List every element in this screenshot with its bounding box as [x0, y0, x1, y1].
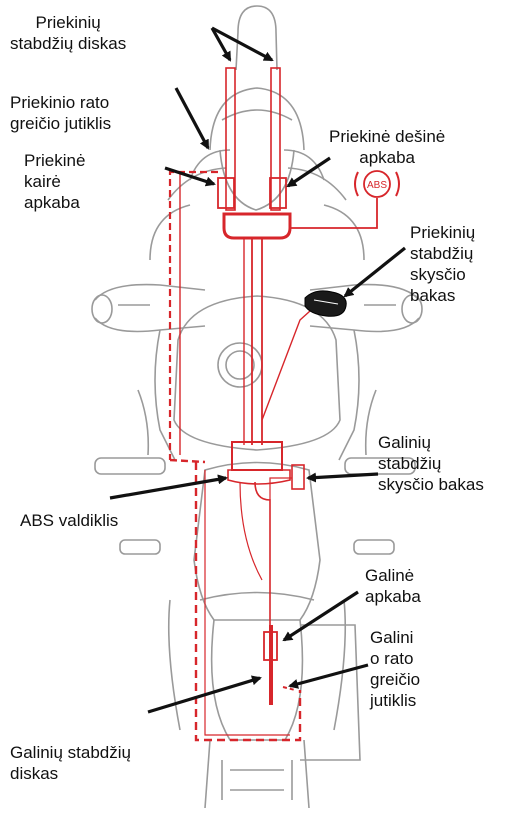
label-rear-fluid-reservoir: Galinių stabdžių skysčio bakas [378, 432, 484, 495]
label-front-speed-sensor: Priekinio rato greičio jutiklis [10, 92, 111, 134]
front-fluid-reservoir [305, 291, 346, 316]
label-abs-controller: ABS valdiklis [20, 510, 118, 531]
arrow-front-left-caliper [165, 168, 214, 184]
arrow-front-speed-sensor [176, 88, 208, 148]
label-rear-speed-sensor: Galini o rato greičio jutiklis [370, 627, 420, 711]
label-front-fluid-reservoir: Priekinių stabdžių skysčio bakas [410, 222, 475, 306]
arrow-front-reservoir [345, 248, 405, 296]
label-rear-disc: Galinių stabdžių diskas [10, 742, 131, 784]
label-front-right-caliper: Priekinė dešinė apkaba [329, 126, 445, 168]
arrow-rear-reservoir [308, 474, 378, 478]
front-right-caliper [270, 178, 286, 208]
arrow-front-right-caliper [288, 158, 330, 186]
label-rear-caliper: Galinė apkaba [365, 565, 421, 607]
abs-badge: ABS [355, 171, 399, 197]
front-right-disc [271, 68, 280, 210]
label-front-left-caliper: Priekinė kairė apkaba [24, 150, 85, 213]
arrow-rear-disc [148, 678, 260, 712]
abs-unit [232, 442, 282, 470]
label-front-discs: Priekinių stabdžių diskas [10, 12, 126, 54]
arrow-rear-caliper [284, 592, 358, 640]
arrow-abs-controller [110, 478, 226, 498]
abs-badge-text: ABS [367, 180, 387, 191]
brake-lines [170, 68, 377, 740]
